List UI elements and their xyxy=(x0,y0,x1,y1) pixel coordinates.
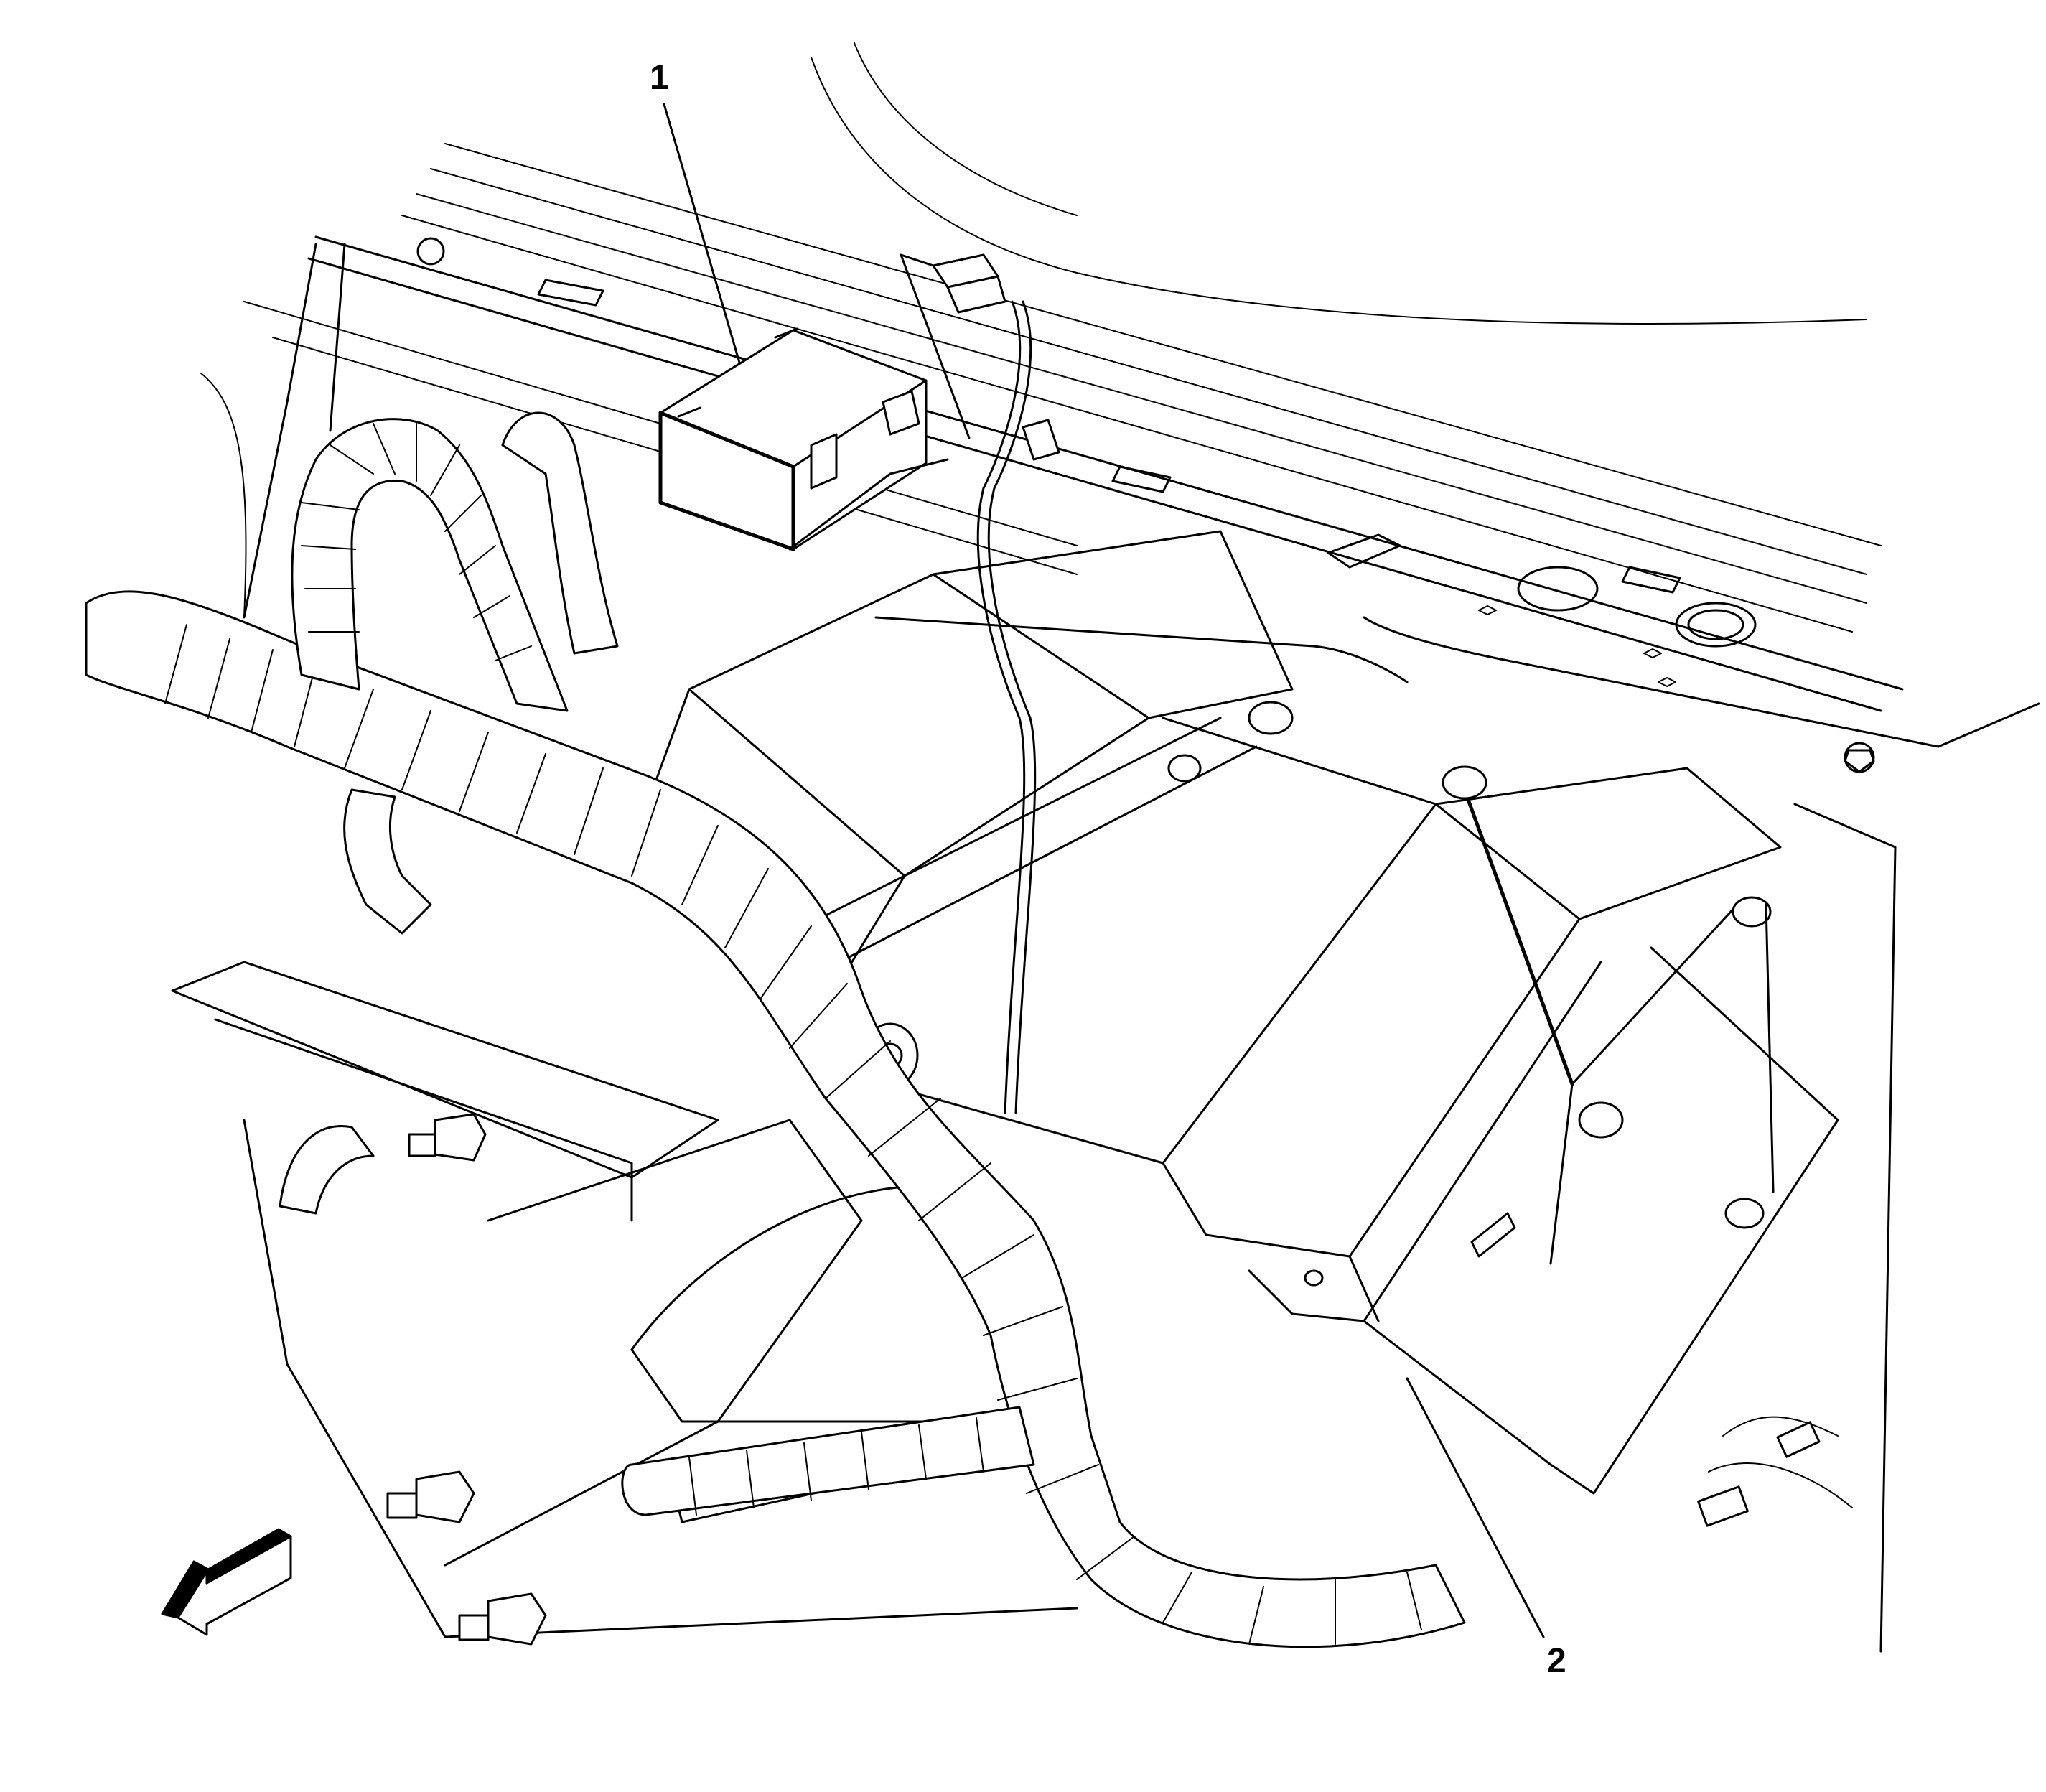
forward-arrow-icon xyxy=(161,1528,292,1636)
module-box xyxy=(658,327,949,551)
leader-line-2 xyxy=(1406,1377,1545,1638)
leader-line-1b xyxy=(900,253,971,439)
cowl-arc xyxy=(811,42,1867,325)
callout-label-2: 2 xyxy=(1547,1642,1566,1680)
sensor-wire xyxy=(932,253,1060,1114)
duct-housing xyxy=(882,701,1897,1653)
steering-column xyxy=(630,530,1294,1088)
callout-leaders xyxy=(663,103,1545,1638)
cross-car-beam xyxy=(243,143,2040,773)
leader-line-1 xyxy=(663,103,741,364)
callout-label-1: 1 xyxy=(650,59,669,97)
wiring-harness xyxy=(85,411,1466,1648)
stud-nuts xyxy=(386,1113,547,1646)
